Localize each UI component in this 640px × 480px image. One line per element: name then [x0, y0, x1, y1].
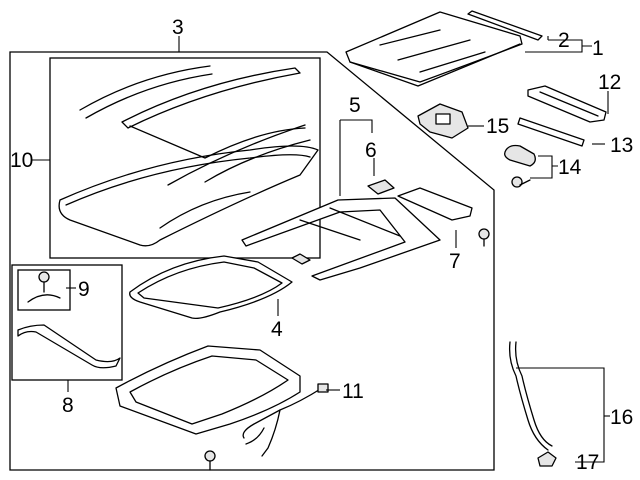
- bracket-6: [367, 179, 395, 195]
- panel-7: [397, 187, 473, 221]
- sunroof-assembly-outline: [9, 51, 495, 471]
- callout-7: 7: [449, 250, 461, 273]
- cable-13: [517, 117, 585, 147]
- callout-5: 5: [349, 94, 361, 117]
- callout-15: 15: [486, 115, 509, 138]
- drain-hose-16: [508, 341, 553, 451]
- callout-10: 10: [10, 149, 33, 172]
- callout-8: 8: [62, 394, 74, 417]
- frame-5: [241, 197, 441, 281]
- clip-17: [537, 451, 557, 467]
- clip-9: [27, 271, 61, 303]
- glass-panel-box: [49, 57, 321, 259]
- callout-2: 2: [558, 29, 570, 52]
- callout-16: 16: [610, 406, 633, 429]
- clip-box: [17, 269, 71, 311]
- callout-12: 12: [598, 71, 621, 94]
- callout-17: 17: [576, 451, 599, 474]
- callout-1: 1: [592, 37, 604, 60]
- motor-15: [417, 103, 469, 139]
- drain-tray: [115, 345, 301, 435]
- harness-11: [242, 383, 329, 457]
- glass-roof-panel-1: [345, 11, 523, 87]
- small-block: [291, 253, 311, 265]
- deflector-14: [504, 144, 536, 167]
- callout-11: 11: [342, 380, 364, 403]
- screw-7b: [478, 228, 490, 247]
- callout-3: 3: [172, 16, 184, 39]
- seal-8: [17, 324, 121, 369]
- callout-14: 14: [558, 156, 582, 179]
- bracket-12: [527, 85, 607, 123]
- screw-bottom: [204, 450, 216, 471]
- seal-kit-box: [11, 264, 123, 381]
- callout-9: 9: [78, 278, 90, 301]
- leader-lines: [32, 36, 610, 463]
- seal-4: [129, 255, 293, 320]
- callout-13: 13: [610, 134, 633, 157]
- screw-14: [511, 176, 531, 188]
- callout-4: 4: [271, 318, 283, 341]
- glass-panel-10: [58, 65, 319, 247]
- molding-2: [467, 10, 543, 41]
- callout-6: 6: [365, 139, 377, 162]
